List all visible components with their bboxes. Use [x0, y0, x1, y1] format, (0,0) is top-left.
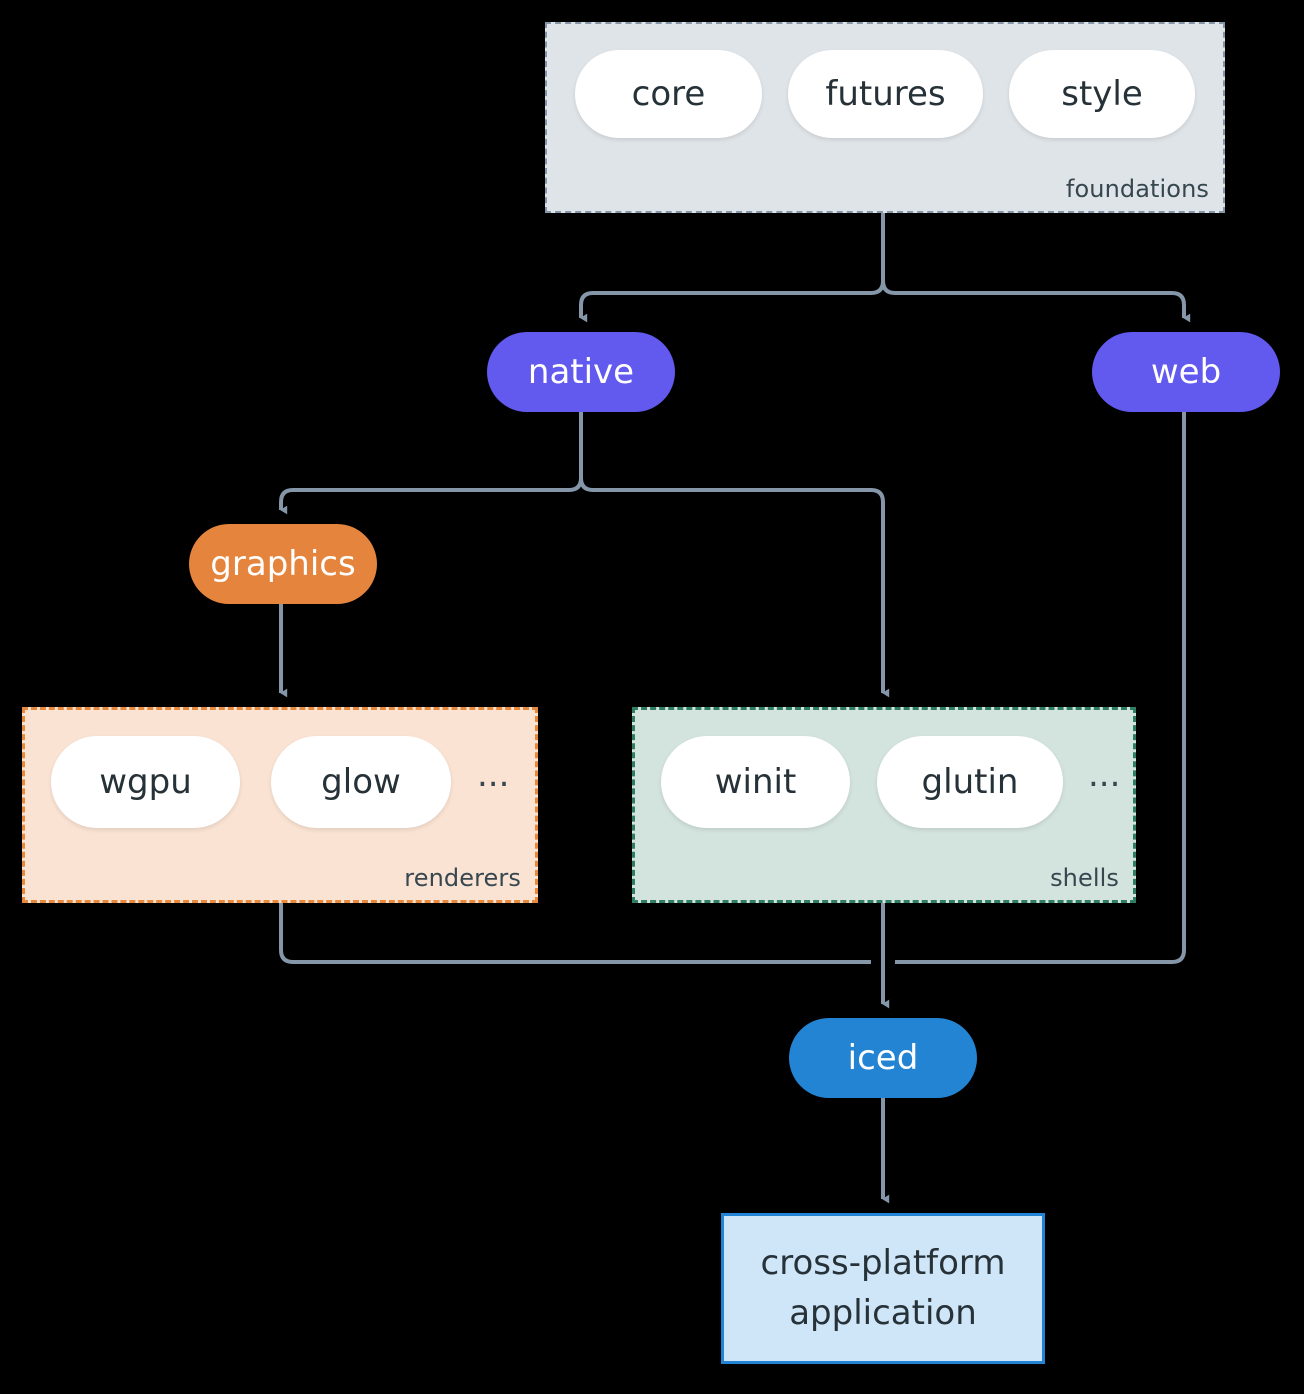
chip-core-label: core [631, 74, 706, 114]
node-cross-platform-application[interactable]: cross-platform application [721, 1213, 1045, 1364]
node-web-label: web [1150, 352, 1222, 392]
group-renderers[interactable]: wgpu glow ... renderers [22, 707, 538, 903]
node-iced-label: iced [847, 1038, 919, 1078]
edge-renderers-iced [279, 903, 871, 964]
group-foundations[interactable]: core futures style foundations [545, 22, 1225, 213]
renderers-more-ellipsis: ... [477, 755, 510, 795]
chip-futures[interactable]: futures [788, 50, 983, 138]
chip-wgpu[interactable]: wgpu [51, 736, 240, 828]
chip-style-label: style [1061, 74, 1143, 114]
edge-foundations-native [579, 213, 885, 323]
group-foundations-label: foundations [1065, 175, 1209, 203]
edge-native-graphics [279, 412, 583, 515]
node-native-label: native [527, 352, 635, 392]
chip-glutin[interactable]: glutin [877, 736, 1063, 828]
chip-core[interactable]: core [575, 50, 762, 138]
edge-native-shells [579, 412, 890, 698]
node-native[interactable]: native [487, 332, 675, 412]
chip-glutin-label: glutin [921, 762, 1019, 802]
edge-foundations-web [881, 213, 1191, 323]
chip-winit-label: winit [714, 762, 797, 802]
chip-wgpu-label: wgpu [99, 762, 192, 802]
application-label-line1: cross-platform [760, 1243, 1006, 1284]
node-graphics-label: graphics [210, 544, 356, 584]
chip-glow[interactable]: glow [271, 736, 451, 828]
group-renderers-label: renderers [404, 864, 521, 892]
chip-glow-label: glow [321, 762, 401, 802]
group-shells[interactable]: winit glutin ... shells [632, 707, 1136, 903]
chip-winit[interactable]: winit [661, 736, 850, 828]
group-shells-label: shells [1050, 864, 1119, 892]
node-iced[interactable]: iced [789, 1018, 977, 1098]
chip-style[interactable]: style [1009, 50, 1195, 138]
application-label-line2: application [789, 1292, 977, 1333]
chip-futures-label: futures [825, 74, 946, 114]
node-graphics[interactable]: graphics [189, 524, 377, 604]
shells-more-ellipsis: ... [1088, 755, 1121, 795]
node-web[interactable]: web [1092, 332, 1280, 412]
